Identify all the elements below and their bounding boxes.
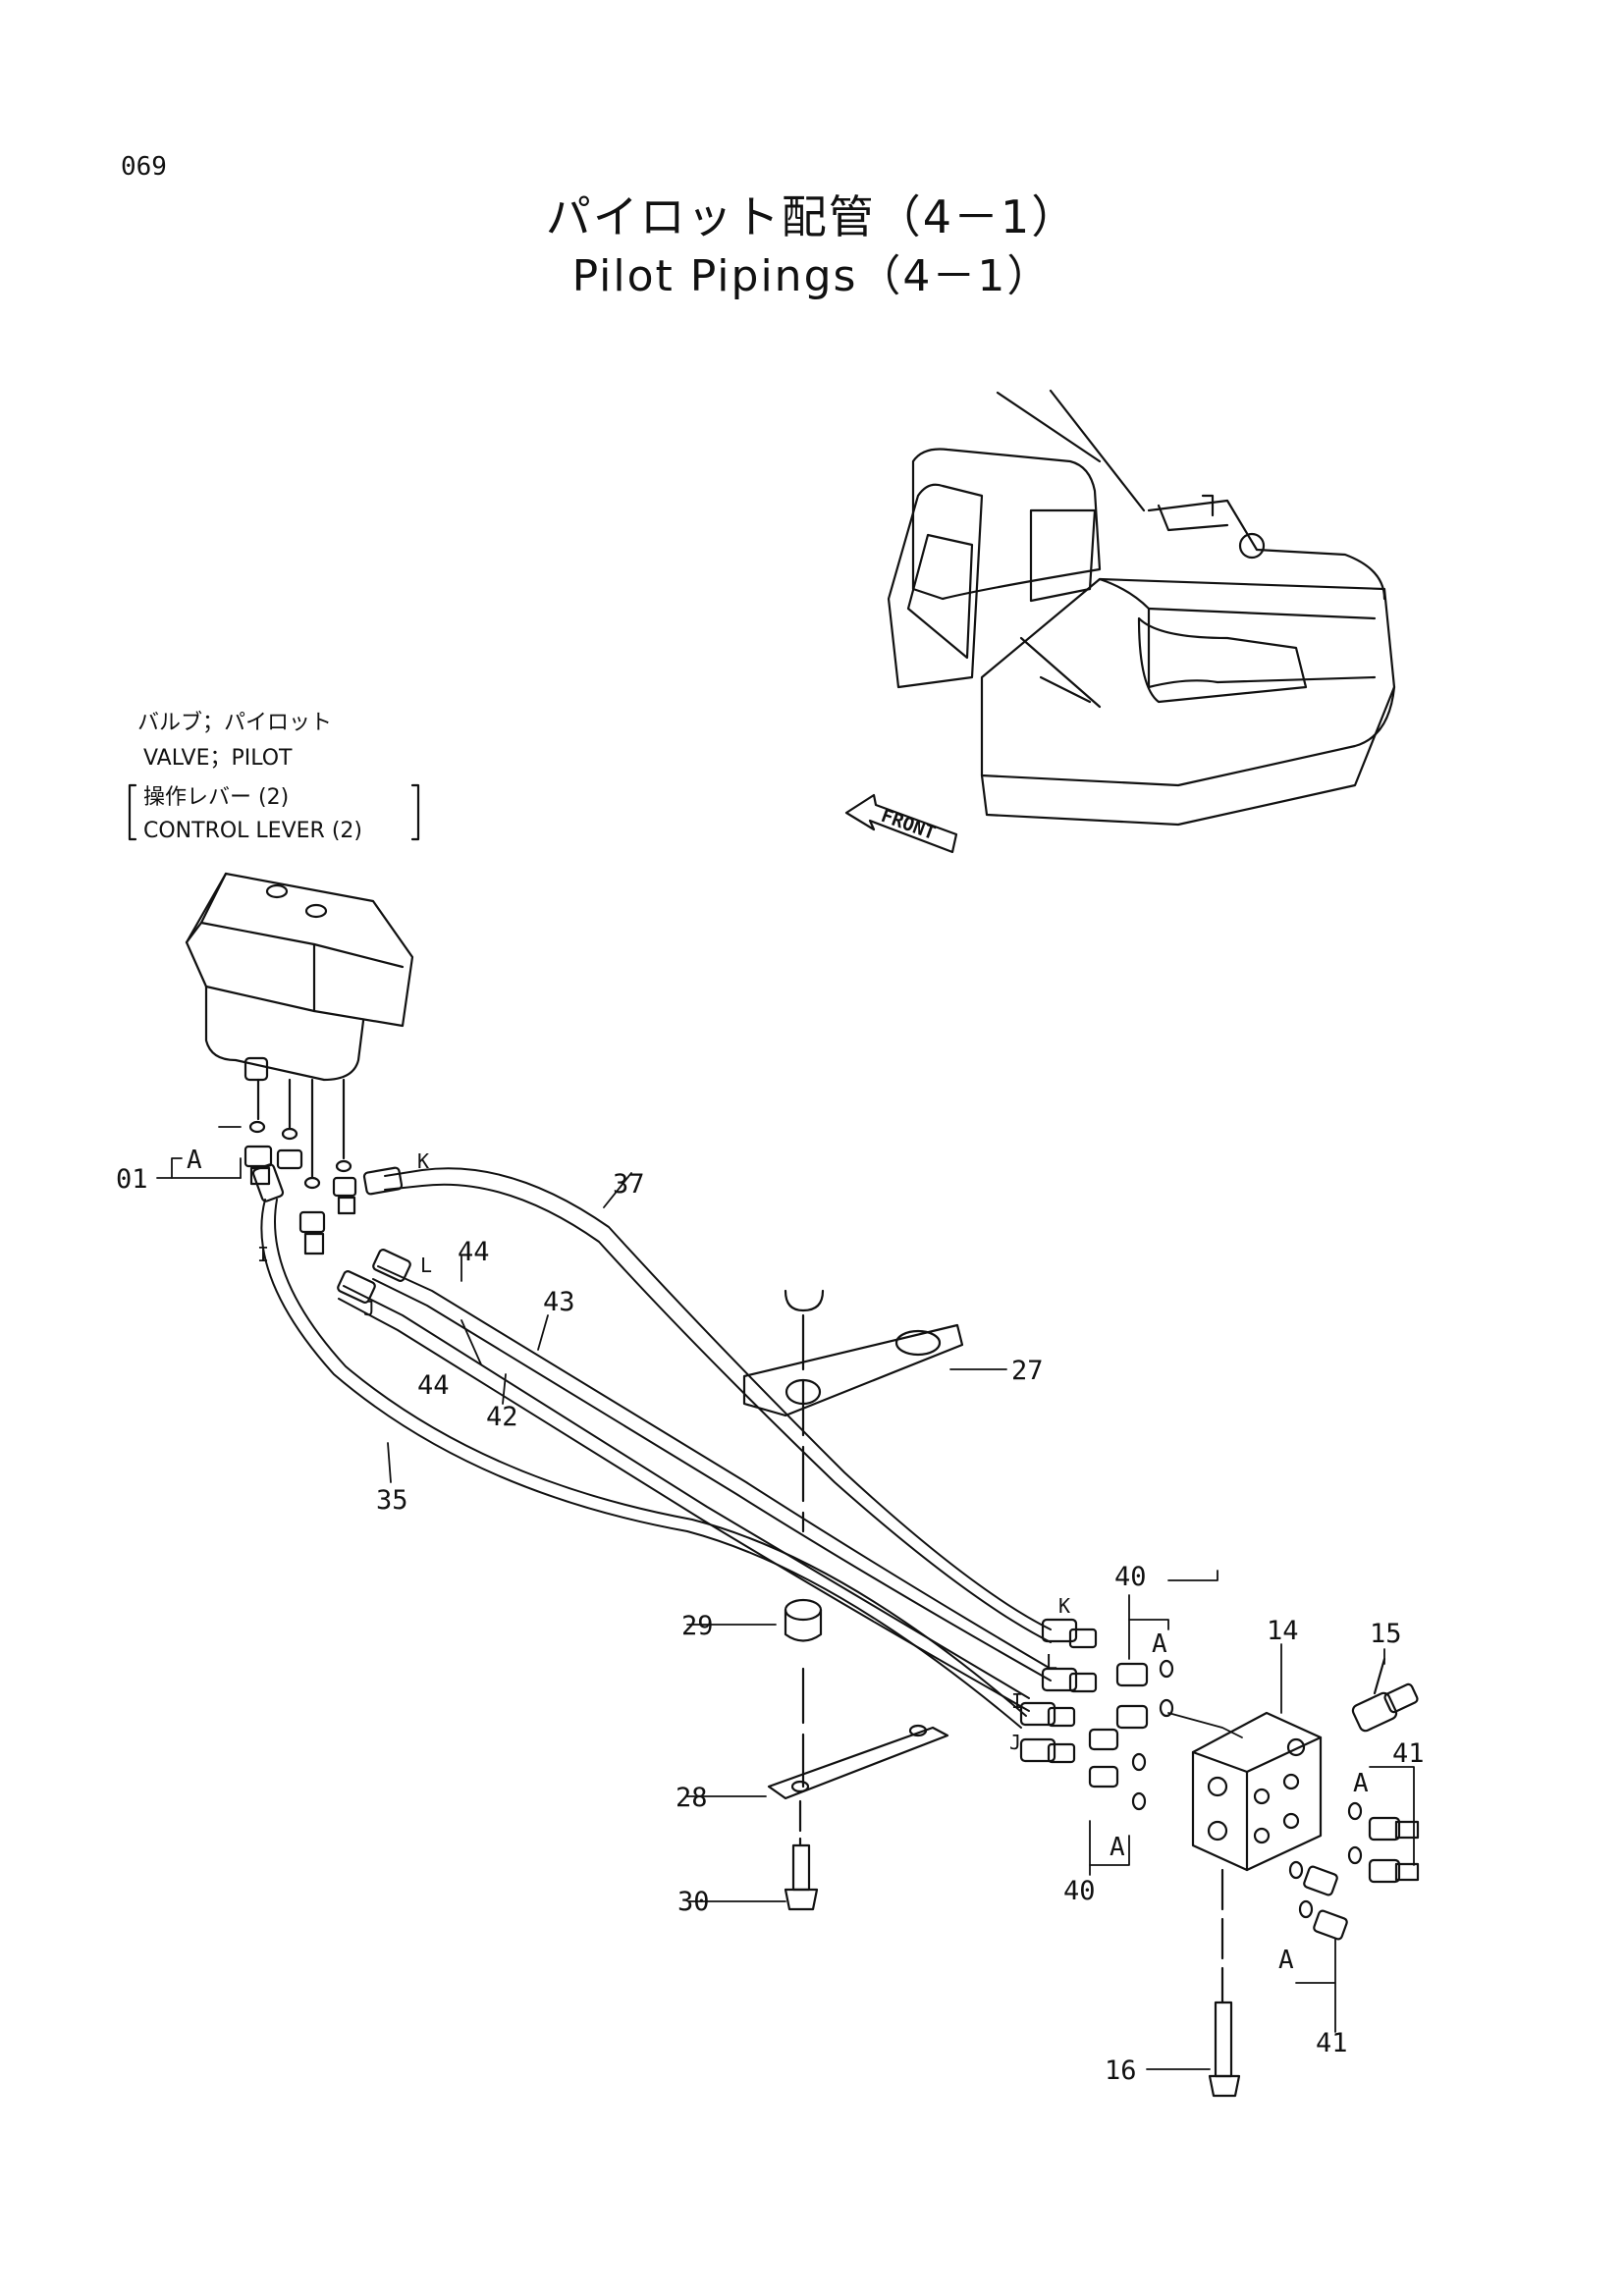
label-15: 15: [1370, 1619, 1402, 1649]
label-40-lower: 40: [1063, 1876, 1096, 1906]
leader-lines: [156, 1126, 1415, 2070]
label-41-lower: 41: [1316, 2028, 1348, 2058]
note-bracket-left: [128, 783, 137, 841]
control-lever-note-jp: 操作レバー (2): [143, 785, 290, 810]
excavator-overview-illustration: [887, 389, 1396, 827]
hose-letter-k-block: K: [1058, 1594, 1070, 1618]
label-40-upper: 40: [1114, 1562, 1147, 1592]
page-number: 069: [121, 152, 167, 182]
valve-block-illustration: [1191, 1711, 1323, 1872]
label-44-upper: 44: [458, 1237, 490, 1267]
label-28: 28: [676, 1783, 708, 1813]
detail-mark-a-upper: A: [1152, 1629, 1167, 1659]
hoses: [260, 1167, 1052, 1729]
detail-mark-a-valve: A: [187, 1146, 202, 1175]
label-01: 01: [116, 1164, 148, 1195]
hose-letter-i-valve: I: [257, 1243, 269, 1266]
note-bracket-right: [410, 783, 420, 841]
valve-note-jp: バルブ；パイロット: [137, 711, 333, 735]
hose-letter-k-valve: K: [417, 1149, 429, 1173]
label-16: 16: [1105, 2056, 1137, 2086]
valve-fittings: [244, 1120, 357, 1255]
front-arrow: [844, 793, 958, 854]
label-42: 42: [486, 1402, 518, 1432]
page-title-jp: パイロット配管（4－1）: [545, 190, 1079, 243]
label-41-upper: 41: [1392, 1738, 1425, 1769]
label-30: 30: [677, 1887, 710, 1917]
hose-letter-l-valve: L: [420, 1254, 432, 1277]
detail-mark-a-lower: A: [1110, 1833, 1125, 1862]
label-14: 14: [1267, 1616, 1299, 1646]
hose-letter-j-block: J: [1009, 1731, 1021, 1754]
label-29: 29: [681, 1611, 714, 1641]
hose-letter-l-block: L: [1046, 1650, 1057, 1674]
hose-letter-i-block: I: [1011, 1689, 1023, 1713]
front-label: FRONT: [878, 805, 938, 844]
hose-letter-j-valve: J: [363, 1297, 375, 1320]
pilot-valve-illustration: [185, 872, 414, 1180]
page-title-en: Pilot Pipings（4－1）: [571, 251, 1053, 301]
label-43: 43: [543, 1287, 575, 1317]
label-37: 37: [613, 1169, 645, 1200]
label-44-lower: 44: [417, 1370, 450, 1401]
detail-mark-a-bottom: A: [1278, 1946, 1294, 1975]
control-lever-note-en: CONTROL LEVER (2): [143, 819, 362, 843]
label-35: 35: [376, 1485, 408, 1516]
label-27: 27: [1011, 1356, 1044, 1386]
detail-mark-a-right: A: [1353, 1769, 1369, 1798]
valve-note-en: VALVE；PILOT: [143, 746, 293, 771]
